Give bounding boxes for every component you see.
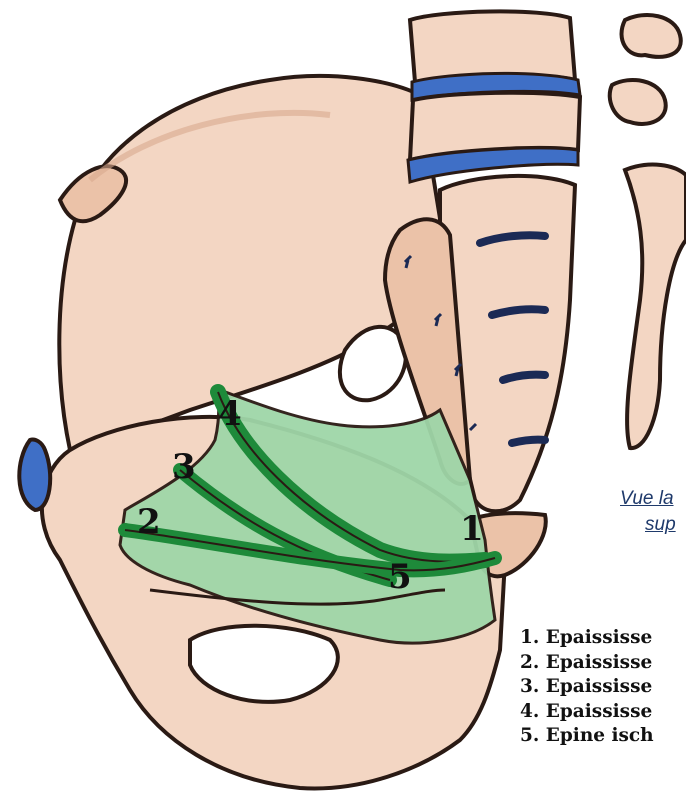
label-5: 5 [388,557,412,597]
bone-fragment-2 [610,80,666,124]
legend-item-2: 2. Epaississe [520,651,654,676]
label-1: 1 [460,509,484,549]
label-2: 2 [137,502,161,542]
view-caption-line2: sup [645,514,676,536]
pubic-symphysis [19,439,50,510]
label-3: 3 [172,447,196,487]
legend-item-5: 5. Epine isch [520,724,654,749]
legend-item-1: 1. Epaississe [520,626,654,651]
rib-like-bone [625,165,686,449]
bone-fragment-1 [622,15,681,57]
obturator-foramen [190,626,338,702]
legend-item-4: 4. Epaississe [520,700,654,725]
legend-list: 1. Epaississe 2. Epaississe 3. Epaississ… [520,626,654,749]
label-4: 4 [218,394,242,434]
sacral-foramen-4 [512,440,545,443]
vertebra-l4 [410,11,575,82]
view-caption-line1: Vue la [620,488,674,510]
legend-item-3: 3. Epaississe [520,675,654,700]
